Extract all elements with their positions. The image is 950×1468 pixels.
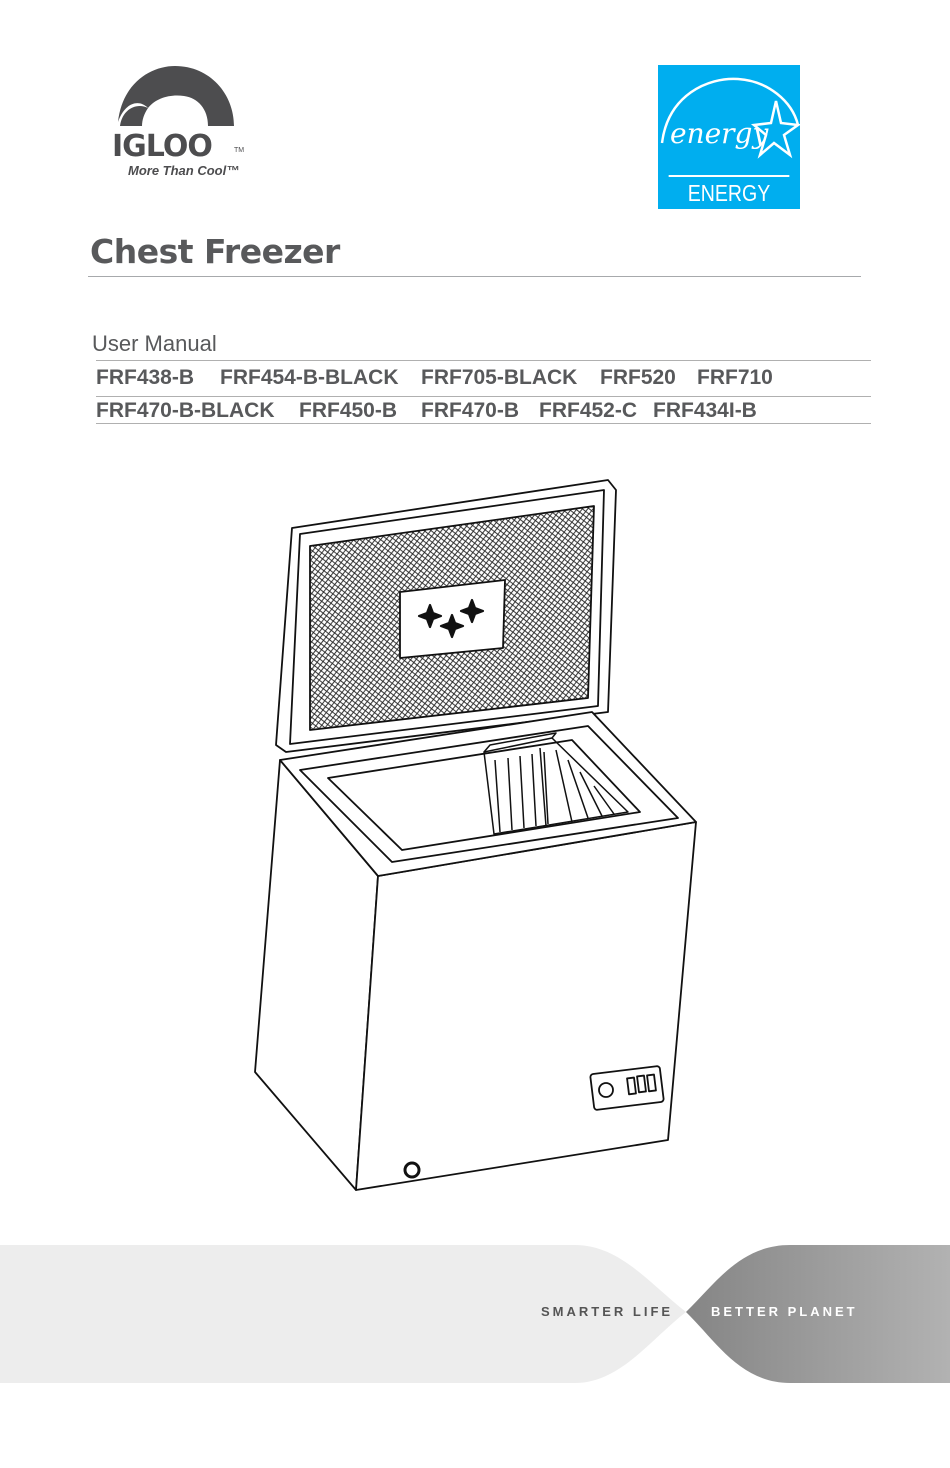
model-number: FRF438-B [96,366,195,389]
model-number: FRF470-B-BLACK [96,399,275,422]
model-number: FRF450-B [299,399,398,422]
svg-text:energy: energy [670,117,769,150]
model-number: FRF710 [697,366,773,389]
igloo-logo: IGLOO TM More Than Cool™ [112,66,244,178]
footer-banner [0,1245,950,1383]
model-number: FRF520 [600,366,676,389]
divider [88,276,861,277]
divider [96,396,871,397]
chest-freezer-illustration [254,479,697,1191]
divider [96,360,871,361]
footer-tagline-left: SMARTER LIFE [541,1304,674,1319]
subtitle: User Manual [92,331,217,356]
page-title: Chest Freezer [90,232,340,271]
energy-star-label: ENERGY STAR [668,175,790,238]
model-number: FRF705-BLACK [421,366,578,389]
model-number: FRF434I-B [653,399,757,422]
svg-text:TM: TM [234,147,244,154]
svg-text:More Than Cool™: More Than Cool™ [128,163,239,178]
svg-text:IGLOO: IGLOO [112,129,212,164]
model-number: FRF452-C [539,399,638,422]
divider [96,423,871,424]
model-number: FRF470-B [421,399,520,422]
energy-star-icon: energy [660,77,802,159]
footer-tagline-right: BETTER PLANET [711,1304,858,1319]
model-number: FRF454-B-BLACK [220,366,399,389]
energy-star-logo: energy ENERGY STAR [658,65,802,238]
